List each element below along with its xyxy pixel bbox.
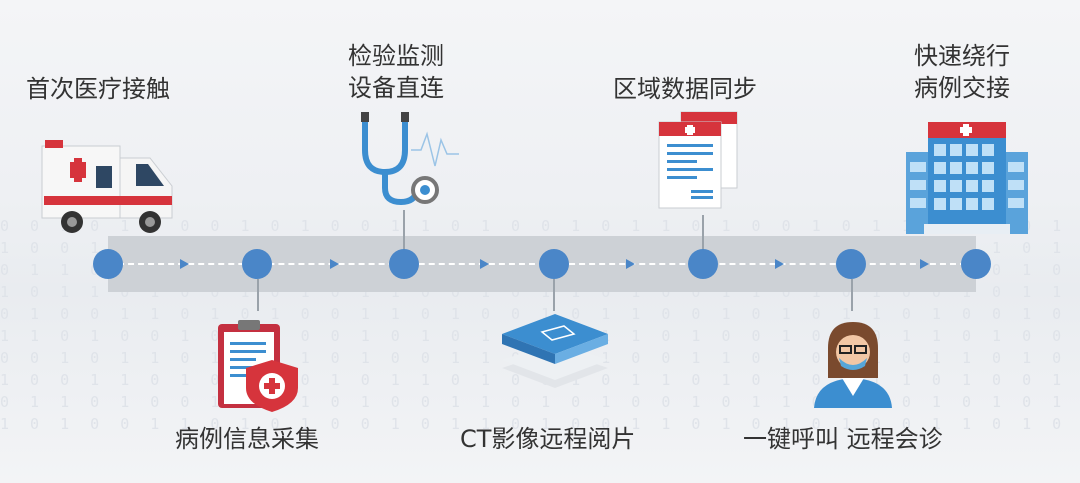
timeline-node-5 [688,249,718,279]
timeline-node-7 [961,249,991,279]
connector-line [257,279,259,311]
timeline-node-1 [93,249,123,279]
connector-line [702,215,704,250]
connector-line [851,279,853,311]
arrow-icon [180,259,189,269]
arrow-icon [920,259,929,269]
arrow-icon [775,259,784,269]
timeline-node-2 [242,249,272,279]
stethoscope-icon [361,112,459,206]
step-label-case-collection: 病例信息采集 [175,425,319,453]
step-label-ct-reading: CT影像远程阅片 [460,425,636,453]
arrow-icon [480,259,489,269]
ct-image-icon [502,314,608,388]
step-label-first-contact: 首次医疗接触 [26,75,170,103]
step-label-remote-consult: 一键呼叫 远程会诊 [743,425,943,453]
step-label-data-sync: 区域数据同步 [613,75,757,103]
documents-icon [658,111,738,209]
ambulance-icon [41,140,173,233]
medical-record-icon [218,320,298,412]
doctor-icon [814,322,892,408]
connector-line [553,279,555,311]
arrow-icon [330,259,339,269]
connector-line [403,210,405,250]
step-label-handover: 快速绕行 病例交接 [914,42,1010,102]
timeline-node-4 [539,249,569,279]
timeline-node-6 [836,249,866,279]
arrow-icon [626,259,635,269]
step-label-device-link: 检验监测 设备直连 [348,42,444,102]
timeline-node-3 [389,249,419,279]
hospital-icon [906,122,1028,234]
